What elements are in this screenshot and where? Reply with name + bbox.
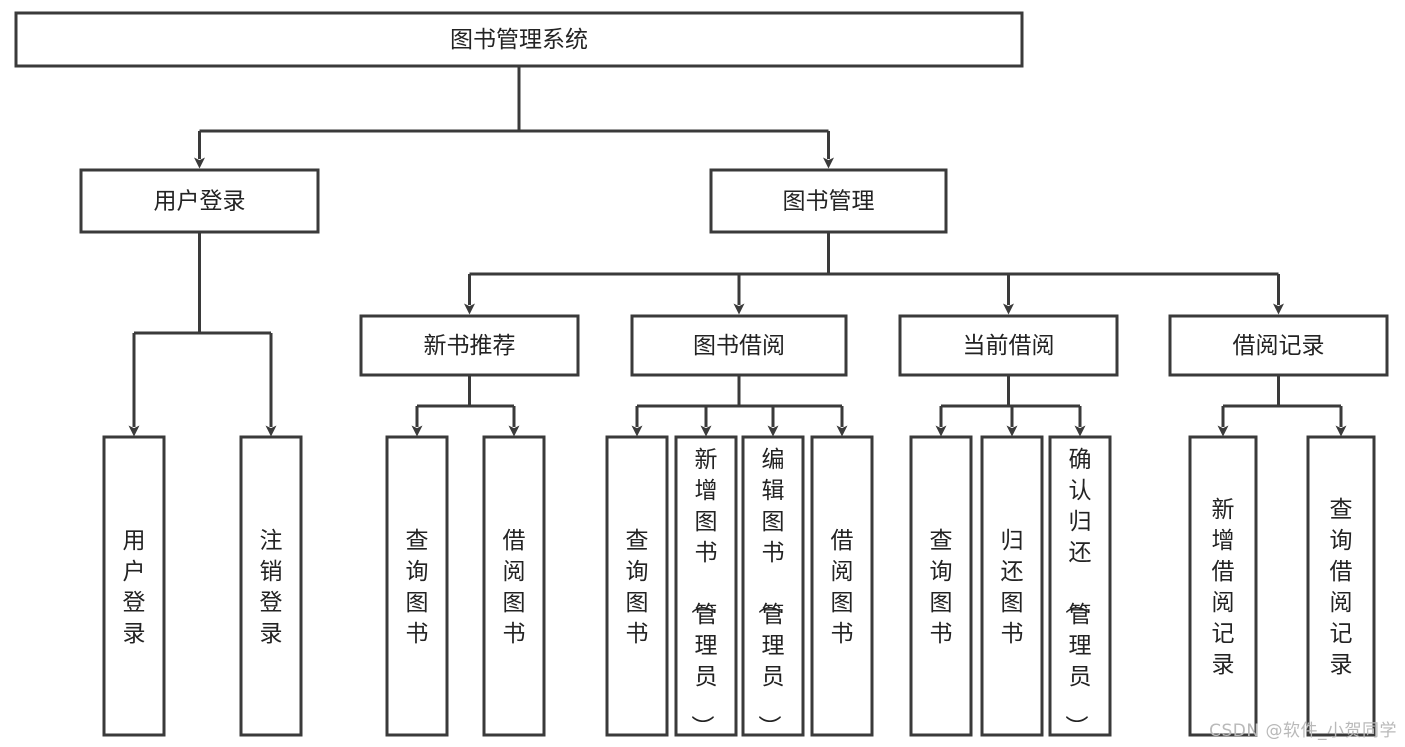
node-box [359,314,580,377]
node-box [980,435,1044,737]
node-label: 归还图书 [1001,528,1024,647]
node-label: 查询图书 [406,528,429,647]
node-label: 用户登录 [154,189,246,215]
node-label: 借阅图书 [503,528,526,647]
node-leaf-5-新增图书管理员[interactable]: 新增图书（管理员） [674,435,738,738]
node-label: 查询借阅记录 [1330,497,1353,678]
node-l3-3-借阅记录[interactable]: 借阅记录 [1168,314,1389,377]
node-leaf-2-查询图书[interactable]: 查询图书 [385,435,449,737]
node-box [1306,435,1376,737]
node-box [709,168,948,234]
node-leaf-11-新增借阅记录[interactable]: 新增借阅记录 [1188,435,1258,737]
node-box [482,435,546,737]
node-label: 借阅记录 [1233,333,1325,359]
node-box [14,11,1024,68]
node-box [1188,435,1258,737]
node-box [239,435,303,737]
node-label: 用户登录 [123,528,146,647]
node-box [102,435,166,737]
node-leaf-6-编辑图书管理员[interactable]: 编辑图书（管理员） [741,435,805,738]
node-label: 编辑图书（管理员） [756,447,785,738]
node-label: 查询图书 [626,528,649,647]
node-box [605,435,669,737]
node-box [674,435,738,737]
node-l2-1-图书管理[interactable]: 图书管理 [709,168,948,234]
node-leaf-9-归还图书[interactable]: 归还图书 [980,435,1044,737]
node-label: 图书管理系统 [450,27,588,53]
node-label: 新书推荐 [424,333,516,359]
node-label: 新增图书（管理员） [689,447,718,738]
node-label: 图书借阅 [693,333,785,359]
node-l3-1-图书借阅[interactable]: 图书借阅 [630,314,848,377]
node-box [385,435,449,737]
node-box [909,435,973,737]
node-box [79,168,320,234]
node-leaf-12-查询借阅记录[interactable]: 查询借阅记录 [1306,435,1376,737]
node-leaf-4-查询图书[interactable]: 查询图书 [605,435,669,737]
node-box [810,435,874,737]
node-l3-2-当前借阅[interactable]: 当前借阅 [898,314,1119,377]
node-label: 当前借阅 [963,333,1055,359]
node-l2-0-用户登录[interactable]: 用户登录 [79,168,320,234]
node-label: 注销登录 [260,528,283,647]
node-layer: 图书管理系统用户登录图书管理新书推荐图书借阅当前借阅借阅记录用户登录注销登录查询… [14,11,1389,738]
node-box [898,314,1119,377]
node-label: 确认归还（管理员） [1063,447,1092,738]
node-leaf-1-注销登录[interactable]: 注销登录 [239,435,303,737]
node-label: 新增借阅记录 [1212,497,1235,678]
node-leaf-0-用户登录[interactable]: 用户登录 [102,435,166,737]
connector-layer [128,66,1347,437]
node-box [1048,435,1112,737]
node-leaf-3-借阅图书[interactable]: 借阅图书 [482,435,546,737]
node-l3-0-新书推荐[interactable]: 新书推荐 [359,314,580,377]
node-root-0-图书管理系统[interactable]: 图书管理系统 [14,11,1024,68]
node-label: 图书管理 [783,189,875,215]
node-leaf-10-确认归还管理员[interactable]: 确认归还（管理员） [1048,435,1112,738]
node-label: 查询图书 [930,528,953,647]
node-leaf-8-查询图书[interactable]: 查询图书 [909,435,973,737]
node-box [1168,314,1389,377]
node-leaf-7-借阅图书[interactable]: 借阅图书 [810,435,874,737]
node-label: 借阅图书 [831,528,854,647]
node-box [741,435,805,737]
node-box [630,314,848,377]
